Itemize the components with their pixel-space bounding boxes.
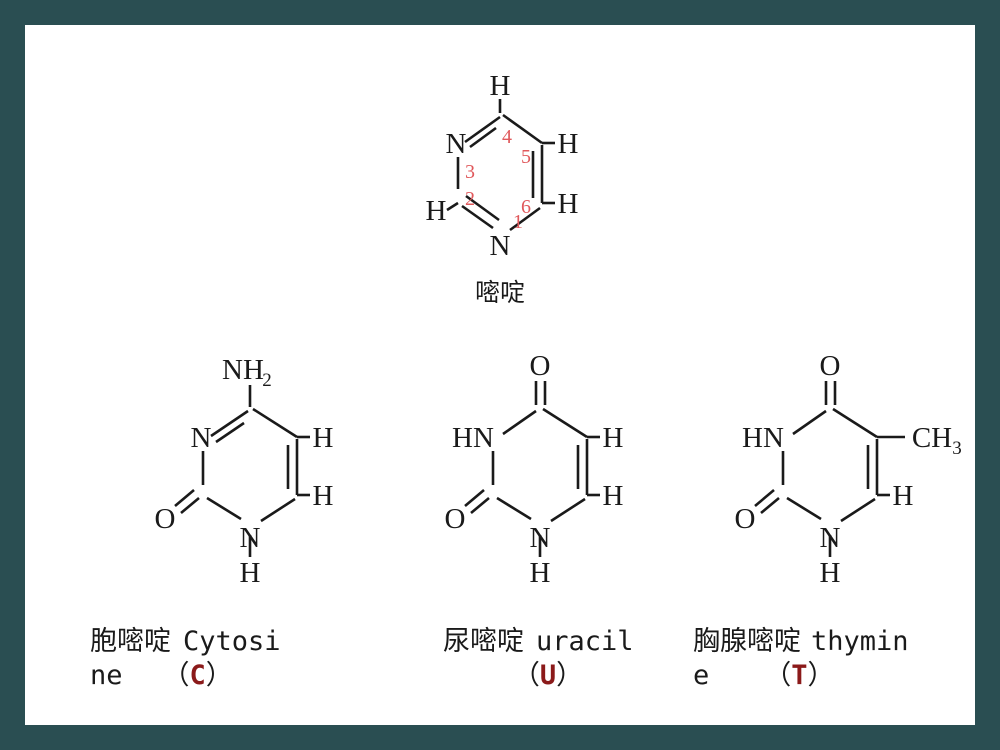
caption-thymine-paren-open: （ xyxy=(764,659,792,691)
atom-o-top: O xyxy=(530,350,551,382)
caption-thymine-latin: thymin xyxy=(811,626,909,657)
caption-thymine-cjk: 胸腺嘧啶 xyxy=(693,626,801,657)
caption-uracil-symbol: U xyxy=(539,659,557,691)
atom-nh2: NH xyxy=(222,354,264,386)
cytosine-svg: NH 2 N O N H H H xyxy=(155,354,334,589)
atom-h-top: H xyxy=(490,70,511,102)
atom-methyl-subscript: 3 xyxy=(952,438,962,459)
ring-number-3: 3 xyxy=(465,161,475,183)
atom-n1: N xyxy=(530,522,551,554)
caption-uracil-latin: uracil xyxy=(536,626,634,657)
ring-number-2: 2 xyxy=(465,188,475,210)
atom-o-top: O xyxy=(820,350,841,382)
caption-cytosine-cjk: 胞嘧啶 xyxy=(90,626,171,657)
atom-hn3: HN xyxy=(742,422,784,454)
atom-nh2-subscript: 2 xyxy=(262,370,272,391)
atom-h-n1: H xyxy=(820,557,841,589)
caption-cytosine: 胞嘧啶 Cytosi ne （C） xyxy=(90,625,365,693)
structure-uracil: O HN O N H H H xyxy=(435,335,665,610)
atom-o-left: O xyxy=(735,503,756,535)
atom-h-c5: H xyxy=(558,128,579,160)
caption-cytosine-paren-close: ） xyxy=(205,659,233,691)
ring-number-5: 5 xyxy=(521,146,531,168)
slide-canvas: H N H N H H 4 3 2 1 5 6 嘧啶 xyxy=(25,25,975,725)
caption-cytosine-symbol: C xyxy=(189,659,206,691)
atom-h-c6: H xyxy=(313,480,334,512)
caption-uracil-cjk: 尿嘧啶 xyxy=(443,626,524,657)
caption-thymine-latin-cont: e xyxy=(693,659,710,691)
structure-pyrimidine: H N H N H H 4 3 2 1 5 6 xyxy=(400,65,600,280)
caption-uracil-paren-open: （ xyxy=(512,659,540,691)
ring-number-4: 4 xyxy=(502,126,512,148)
atom-n1: N xyxy=(240,522,261,554)
ring-number-1: 1 xyxy=(513,211,523,233)
caption-uracil: 尿嘧啶 uracil （U） xyxy=(443,625,693,693)
atom-h-c5: H xyxy=(313,422,334,454)
atom-h-c6: H xyxy=(893,480,914,512)
ring-number-6: 6 xyxy=(521,196,531,218)
caption-uracil-paren-close: ） xyxy=(556,659,584,691)
atom-h-c6: H xyxy=(558,188,579,220)
atom-methyl: CH xyxy=(912,422,952,454)
pyrimidine-svg: H N H N H H 4 3 2 1 5 6 xyxy=(426,70,579,262)
caption-thymine-paren-close: ） xyxy=(807,659,835,691)
atom-h-n1: H xyxy=(530,557,551,589)
structure-thymine: O HN O N H CH 3 H xyxy=(725,335,975,610)
caption-cytosine-paren-open: （ xyxy=(162,659,190,691)
atom-n3: N xyxy=(446,128,467,160)
caption-thymine: 胸腺嘧啶 thymin e （T） xyxy=(693,625,983,693)
atom-h-n1: H xyxy=(240,557,261,589)
atom-h-left: H xyxy=(426,195,447,227)
atom-n1: N xyxy=(490,230,511,262)
caption-cytosine-latin: Cytosi xyxy=(183,626,281,657)
thymine-svg: O HN O N H CH 3 H xyxy=(735,350,962,589)
atom-n1: N xyxy=(820,522,841,554)
atom-o-left: O xyxy=(445,503,466,535)
caption-thymine-symbol: T xyxy=(791,659,808,691)
pyrimidine-label: 嘧啶 xyxy=(474,278,525,307)
atom-n3: N xyxy=(191,422,212,454)
atom-hn3: HN xyxy=(452,422,494,454)
atom-h-c5: H xyxy=(603,422,624,454)
structure-cytosine: NH 2 N O N H H H xyxy=(145,335,375,610)
uracil-svg: O HN O N H H H xyxy=(445,350,624,589)
atom-oxygen: O xyxy=(155,503,176,535)
atom-h-c6: H xyxy=(603,480,624,512)
caption-cytosine-latin-cont: ne xyxy=(90,659,123,691)
